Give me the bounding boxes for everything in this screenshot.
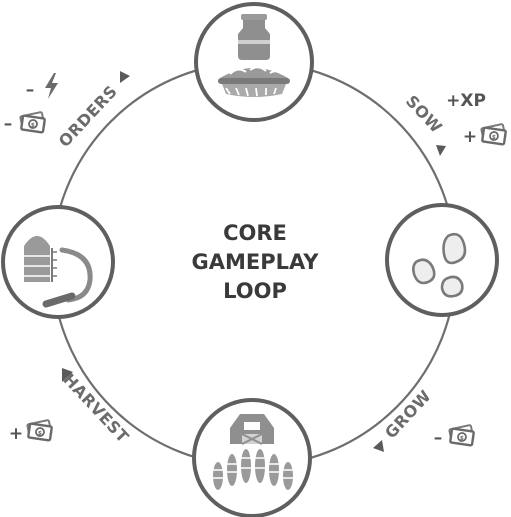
title-line-3: LOOP: [223, 279, 287, 303]
title-line-2: GAMEPLAY: [192, 250, 320, 274]
edge-orders: ORDERS: [55, 71, 130, 151]
energy-bolt-icon: [45, 73, 58, 99]
modifier-sign: +: [9, 424, 23, 444]
milk-can-and-pie-icon: [218, 14, 290, 97]
direction-arrow-sow: [436, 145, 446, 156]
edge-harvest: HARVEST: [59, 368, 133, 447]
edge-label-harvest: HARVEST: [59, 370, 132, 447]
direction-arrow-grow: [373, 440, 384, 452]
modifier-orders-energy: –: [26, 73, 58, 100]
modifier-sign: +: [463, 127, 477, 147]
money-icon: [18, 110, 47, 134]
direction-arrow-orders: [120, 71, 130, 83]
money-icon: [447, 423, 476, 447]
title-line-1: CORE: [223, 221, 287, 245]
modifier-harvest-money: +: [9, 418, 54, 444]
modifier-sign: –: [434, 428, 443, 448]
seeds-icon: [412, 232, 467, 298]
modifier-sow-xp: +XP: [446, 91, 486, 111]
money-icon: [479, 122, 508, 146]
money-icon: [25, 418, 54, 442]
barn-and-wheat-icon: [213, 414, 293, 490]
modifier-xp: +XP: [446, 91, 486, 111]
modifier-orders-money: –: [4, 110, 47, 134]
direction-arrow-harvest: [62, 368, 73, 382]
edge-label-sow: SOW: [402, 92, 446, 137]
diagram-title: CORE GAMEPLAY LOOP: [192, 221, 320, 303]
edge-sow: SOW: [402, 92, 446, 156]
modifier-sign: –: [26, 80, 35, 100]
modifier-sow-money: +: [463, 122, 508, 147]
node-grow: [192, 398, 312, 517]
silo-and-sickle-icon: [24, 236, 93, 308]
edge-label-orders: ORDERS: [55, 82, 121, 151]
modifier-sign: –: [4, 114, 13, 134]
node-harvest: [1, 205, 115, 319]
node-orders: [194, 2, 314, 122]
node-sow: [385, 203, 499, 317]
modifier-grow-money: –: [434, 423, 476, 448]
